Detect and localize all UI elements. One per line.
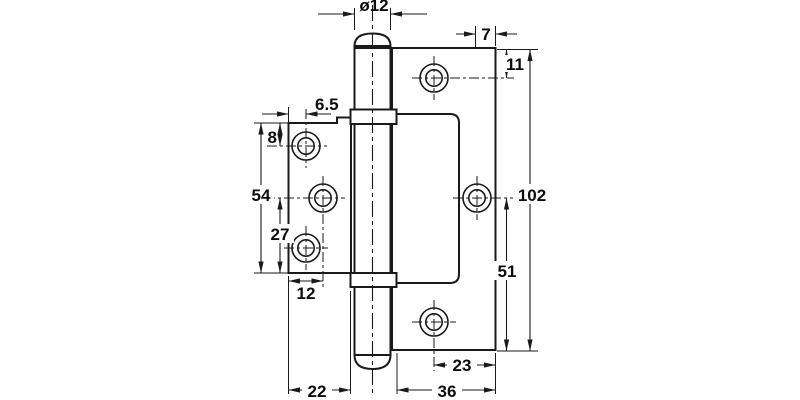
dimension-label: 12 [297, 284, 316, 303]
dimension-edge-to-hole-left: 6.5 [262, 95, 339, 117]
screw-hole-right-top [412, 56, 514, 100]
screw-hole-right-bottom [412, 300, 456, 371]
label-backing [503, 55, 528, 72]
label-backing [247, 185, 274, 204]
label-backing [513, 184, 551, 204]
dimension-left-leaf-width: 22 [288, 382, 351, 400]
dimension-label: 102 [518, 186, 546, 205]
dimension-label: ø12 [359, 0, 388, 15]
label-backing [432, 382, 462, 398]
dimension-label: 36 [438, 382, 457, 400]
screw-hole-left-top [267, 109, 327, 168]
knuckle-collar-bottom [349, 272, 398, 288]
dimension-label: 7 [481, 25, 490, 44]
dimension-right-leaf-width: 36 [397, 382, 496, 400]
dimension-leaf-height: 102 [513, 49, 551, 351]
dimension-label: 51 [498, 262, 517, 281]
dimension-mid-hole-to-bottom: 51 [494, 198, 520, 351]
screw-hole-left-bottom [284, 226, 328, 270]
dimension-hole-to-edge-top: 7 [456, 25, 517, 44]
dimension-label: 23 [453, 356, 472, 375]
dimension-label: 54 [252, 186, 271, 205]
dimension-label: 22 [308, 382, 327, 400]
dimension-label: 8 [268, 128, 277, 147]
dimension-label: 27 [271, 225, 290, 244]
leaf-recess-outline [396, 113, 460, 284]
knuckle-collar-top [349, 108, 398, 125]
label-backing [266, 224, 294, 243]
dimension-bottom-hole-to-edge: 23 [433, 356, 496, 375]
label-backing [302, 382, 332, 398]
dimension-mid-hole-to-bottom-left: 27 [266, 198, 294, 273]
dimension-top-edge-to-hole: 11 [503, 49, 528, 78]
screw-hole-right-middle [453, 176, 521, 220]
label-backing [447, 356, 477, 372]
dimension-label: 6.5 [315, 95, 339, 114]
dimension-label: 11 [506, 55, 524, 74]
dimension-top-edge-to-hole-left: 8 [268, 123, 283, 147]
right-leaf-outline [391, 47, 497, 351]
dimension-pin-diameter: ø12 [318, 0, 427, 17]
label-backing [494, 261, 520, 280]
dimension-edge-to-mid-hole-left: 12 [288, 278, 323, 303]
dimension-left-leaf-height: 54 [247, 123, 274, 273]
